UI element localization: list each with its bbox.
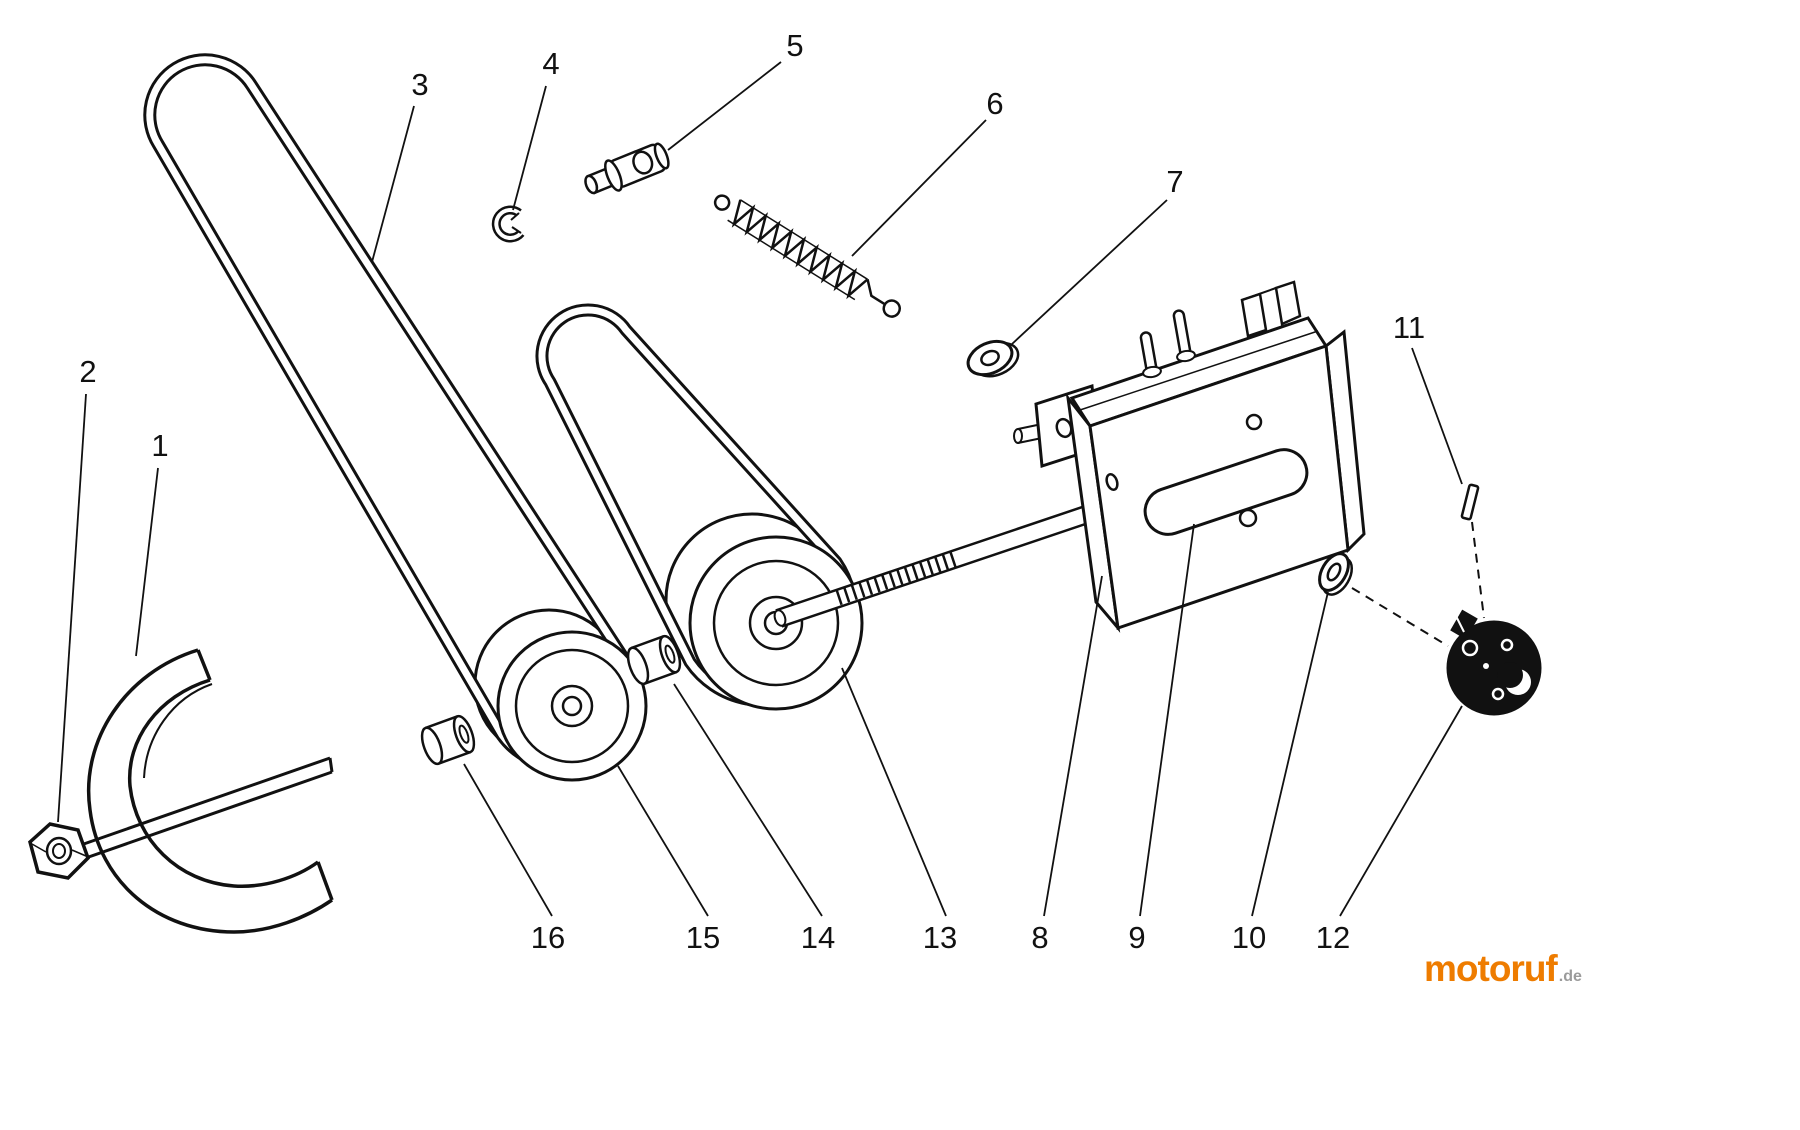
callout-labels: 1 2 3 4 5 6 7 8 9 10 11 12 13 14 15 16 [79,28,1425,955]
callout-14: 14 [801,920,835,955]
watermark: motoruf .de [1424,948,1582,990]
callout-2: 2 [79,354,96,389]
retaining-clip [491,205,525,243]
drive-hub [1446,609,1542,716]
callout-3: 3 [411,67,428,102]
square-key [1460,483,1480,521]
spacer-left [420,714,476,766]
callout-7: 7 [1166,164,1183,199]
washer-front [966,339,1020,378]
callout-15: 15 [686,920,720,955]
callout-6: 6 [986,86,1003,121]
idler-pulley [496,630,648,782]
callout-10: 10 [1232,920,1266,955]
gearbox [1013,280,1366,633]
leader-lines [57,61,1463,917]
guard-rod [77,756,334,862]
callout-16: 16 [531,920,565,955]
callout-9: 9 [1128,920,1145,955]
callout-13: 13 [923,920,957,955]
callout-12: 12 [1316,920,1350,955]
extension-spring [713,194,901,318]
callout-11: 11 [1393,310,1425,345]
callout-8: 8 [1031,920,1048,955]
watermark-suffix: .de [1558,968,1582,985]
callout-1: 1 [151,428,168,463]
callout-5: 5 [786,28,803,63]
pivot-trunnion [584,142,670,195]
callout-4: 4 [542,46,559,81]
hex-nut [28,822,91,880]
assembly-axis-dashes [1351,521,1485,647]
belt-guard [87,648,334,934]
spacer-right [626,634,682,686]
watermark-brand: motoruf [1424,948,1558,989]
